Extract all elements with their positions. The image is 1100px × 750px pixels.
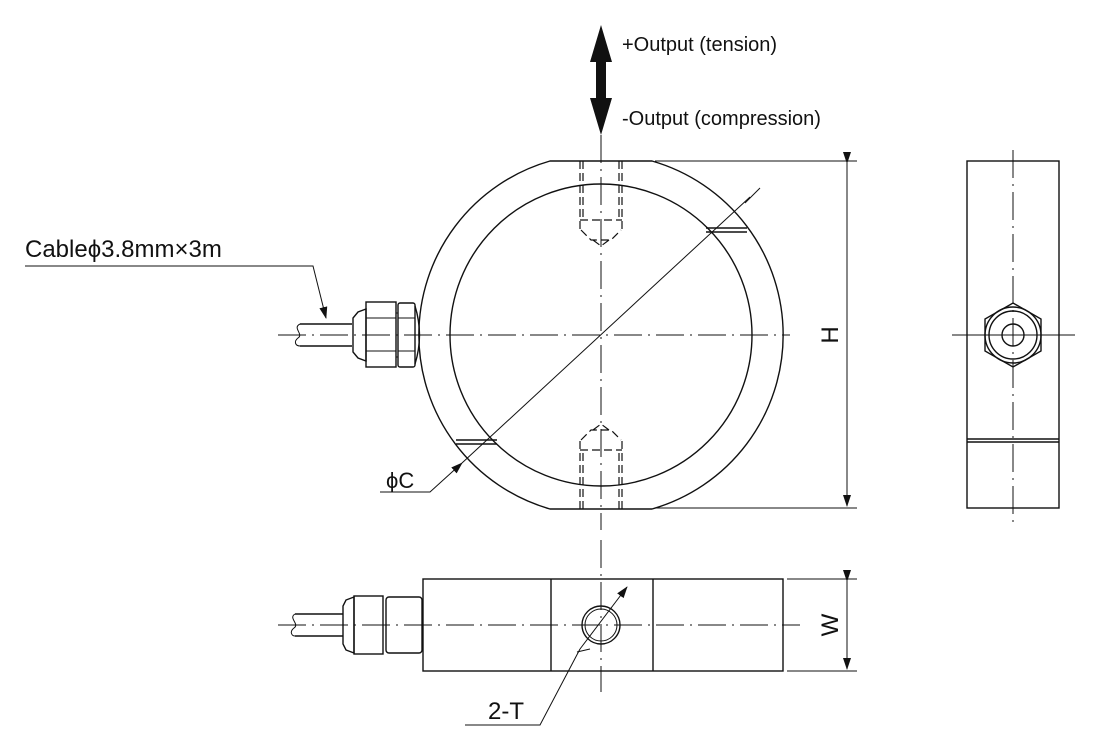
bottom-view [278,540,857,726]
side-view [952,150,1075,522]
height-h-label: H [817,326,844,343]
cable-spec-label: Cableϕ3.8mm×3m [25,236,222,263]
thread-2t-label: 2-T [488,698,524,725]
compression-label: -Output (compression) [622,108,821,130]
force-direction-arrow [590,25,612,135]
tension-label: +Output (tension) [622,34,777,56]
diameter-c-label: ϕC [386,468,414,493]
front-view [278,135,857,530]
width-w-label: W [817,613,844,636]
